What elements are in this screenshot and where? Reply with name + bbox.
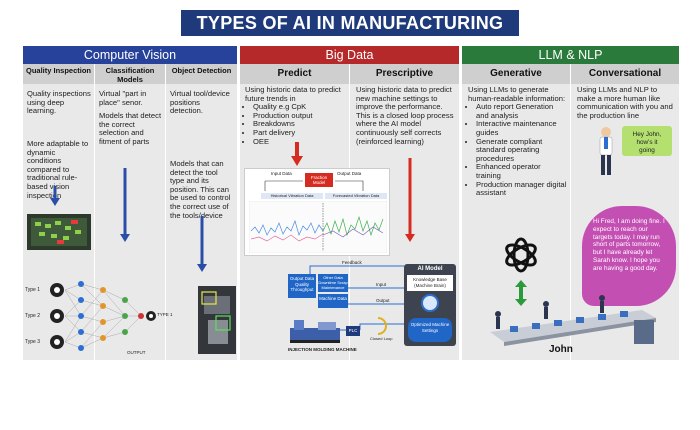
down-arrow-icon bbox=[196, 216, 208, 272]
predict-list-item: Breakdowns bbox=[253, 120, 346, 129]
injection-molding-label: INJECTION MOLDING MACHINE bbox=[288, 347, 357, 352]
section-header-llm-nlp: LLM & NLP bbox=[462, 46, 679, 64]
predict-list-item: Part delivery bbox=[253, 128, 346, 138]
input-images bbox=[50, 283, 64, 349]
object-detection-column: Object Detection Virtual tool/device pos… bbox=[165, 64, 237, 360]
input-label: Input bbox=[376, 282, 387, 287]
nn-output-label: OUTPUT bbox=[127, 350, 146, 355]
closed-loop-label: Closed Loop bbox=[370, 336, 393, 341]
john-label: John bbox=[549, 344, 573, 355]
object-detection-text-2: Models that can detect the tool type and… bbox=[170, 159, 231, 220]
conversational-title: Conversational bbox=[571, 64, 679, 84]
predict-list: Quality e.g CpK Production output Breakd… bbox=[253, 103, 346, 146]
predict-intro: Using historic data to predict future tr… bbox=[245, 85, 341, 103]
classification-models-title: Classification Models bbox=[95, 64, 165, 84]
nn-output-type-label: TYPE 1 bbox=[157, 312, 173, 317]
vibration-chart bbox=[249, 201, 387, 253]
predict-list-item: OEE bbox=[253, 137, 346, 147]
quality-inspection-text-1: Quality inspections using deep learning. bbox=[27, 89, 91, 116]
fraction-model-box: Fraction Model bbox=[305, 173, 333, 187]
nn-input-label-2: Type 2 bbox=[25, 313, 41, 319]
forecasted-vibration-label: Forecasted Vibration Data bbox=[325, 193, 387, 199]
double-arrow-icon bbox=[515, 280, 527, 306]
nn-input-label-1: Type 1 bbox=[25, 287, 41, 293]
generative-text: Using LLMs to generate human-readable in… bbox=[468, 85, 567, 198]
predict-title: Predict bbox=[240, 64, 349, 84]
machine-data-box: Machine Data bbox=[318, 294, 348, 308]
object-detection-title: Object Detection bbox=[166, 64, 237, 84]
ai-model-label: AI Model bbox=[417, 266, 443, 272]
quality-inspection-image bbox=[27, 214, 91, 250]
computer-vision-section: Quality Inspection Quality inspections u… bbox=[23, 64, 237, 360]
generative-list-item: Generate compliant standard operating pr… bbox=[476, 137, 567, 164]
optimized-settings-box: Optimized Machine Settings bbox=[408, 318, 452, 342]
section-header-big-data: Big Data bbox=[240, 46, 459, 64]
predict-output-data-label: Output Data bbox=[337, 171, 362, 176]
predict-forecast-diagram: Input Data Output Data Fraction Model Hi… bbox=[244, 168, 390, 256]
classification-text-1: Virtual "part in place" senor. bbox=[99, 89, 147, 107]
chat-bubble-john: Hey John, how's it going bbox=[622, 126, 672, 156]
object-detection-text-1: Virtual tool/device positions detection. bbox=[170, 89, 230, 116]
object-detection-image bbox=[198, 286, 236, 354]
llm-logo-icon bbox=[505, 237, 537, 273]
neural-network-diagram bbox=[50, 281, 156, 351]
generative-list-item: Auto report Generation and analysis bbox=[476, 102, 567, 120]
brain-icon bbox=[421, 294, 439, 312]
knowledge-base-box: Knowledge Base (Machine Brain) bbox=[407, 275, 453, 291]
page-title: TYPES OF AI IN MANUFACTURING bbox=[181, 10, 519, 36]
generative-list-item: Enhanced operator training bbox=[476, 162, 567, 180]
predict-list-item: Production output bbox=[253, 111, 346, 121]
quality-inspection-column: Quality Inspection Quality inspections u… bbox=[23, 64, 94, 360]
output-label: Output bbox=[376, 298, 390, 303]
prescriptive-closed-loop-diagram: Feedback Output Data Quality Throughput … bbox=[286, 260, 458, 358]
generative-title: Generative bbox=[462, 64, 570, 84]
generative-list-item: Production manager digital assistant bbox=[476, 180, 567, 198]
feedback-label: Feedback bbox=[342, 260, 362, 265]
injection-molding-machine-icon bbox=[290, 320, 340, 343]
generative-intro: Using LLMs to generate human-readable in… bbox=[468, 85, 566, 103]
generative-list: Auto report Generation and analysis Inte… bbox=[476, 102, 567, 198]
plc-box: PLC bbox=[346, 326, 360, 336]
conversational-text: Using LLMs and NLP to make a more human … bbox=[577, 85, 673, 120]
predict-text: Using historic data to predict future tr… bbox=[245, 85, 346, 146]
predict-input-data-label: Input Data bbox=[271, 171, 292, 176]
classification-models-column: Classification Models Virtual "part in p… bbox=[94, 64, 165, 360]
quality-inspection-text-2: More adaptable to dynamic conditions com… bbox=[27, 139, 89, 200]
flow-arrows bbox=[264, 180, 364, 191]
down-arrow-icon bbox=[49, 186, 61, 206]
nn-input-label-3: Type 3 bbox=[25, 339, 41, 345]
big-data-section: Predict Using historic data to predict f… bbox=[240, 64, 459, 360]
historical-vibration-label: Historical Vibration Data bbox=[261, 193, 323, 199]
ai-model-panel: AI Model Knowledge Base (Machine Brain) … bbox=[404, 264, 456, 346]
down-arrow-icon bbox=[404, 158, 416, 242]
other-data-box: Other Data Downtime Scrap Maintenance bbox=[318, 274, 348, 292]
generative-list-item: Interactive maintenance guides bbox=[476, 120, 567, 137]
chat-bubble-fred: Hi Fred, I am doing fine. I expect to re… bbox=[582, 206, 676, 306]
prescriptive-text: Using historic data to predict new machi… bbox=[356, 85, 454, 146]
quality-inspection-title: Quality Inspection bbox=[23, 64, 94, 84]
prescriptive-title: Prescriptive bbox=[350, 64, 459, 84]
llm-nlp-section: Generative Using LLMs to generate human-… bbox=[462, 64, 679, 360]
down-arrow-icon bbox=[119, 168, 131, 242]
predict-list-item: Quality e.g CpK bbox=[253, 103, 346, 112]
production-line-image bbox=[490, 295, 656, 346]
classification-text-2: Models that detect the correct selection… bbox=[99, 111, 162, 146]
person-icon bbox=[599, 127, 613, 175]
down-arrow-icon bbox=[290, 142, 304, 166]
output-data-box: Output Data Quality Throughput bbox=[288, 274, 316, 298]
generative-column: Generative Using LLMs to generate human-… bbox=[462, 64, 570, 360]
section-header-computer-vision: Computer Vision bbox=[23, 46, 237, 64]
